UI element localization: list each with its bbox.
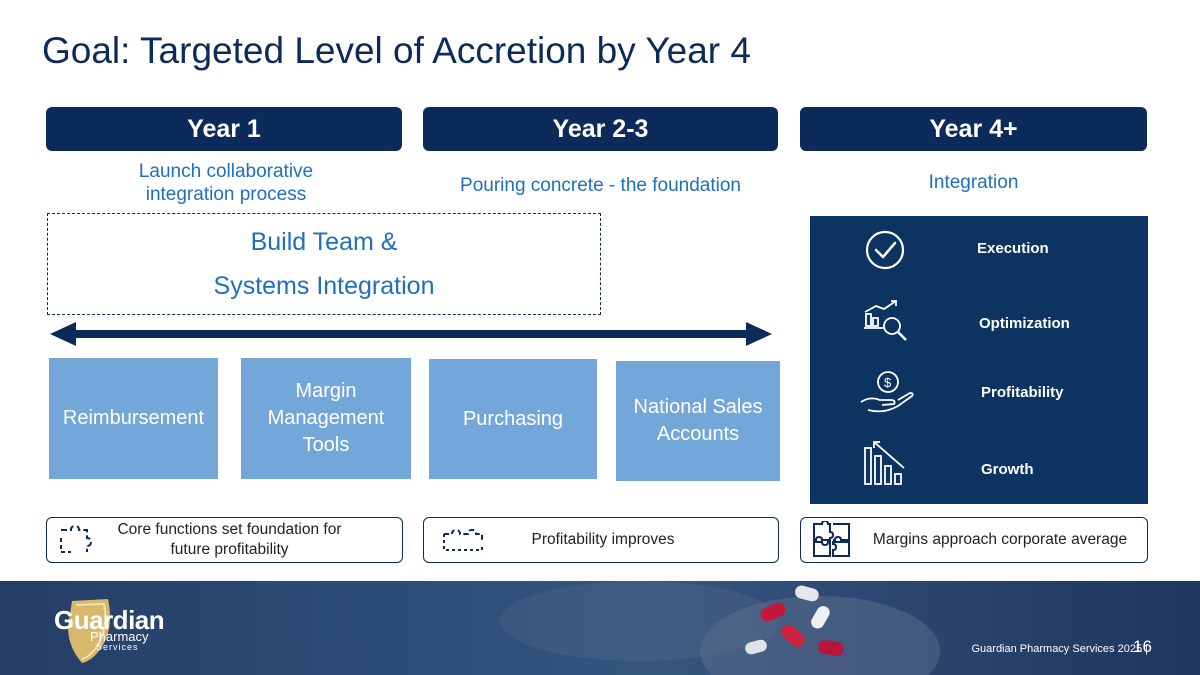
function-box-reimbursement: Reimbursement [49, 358, 218, 479]
footer-banner: Guardian Pharmacy Services [0, 581, 1200, 675]
logo-name: Guardian [54, 605, 165, 635]
outcome-box-year-1: Core functions set foundation for future… [46, 517, 403, 563]
year-header-4: Year 4+ [800, 107, 1147, 151]
chart-magnifier-icon [864, 300, 907, 341]
checkmark-circle-icon [865, 230, 905, 270]
outcome-text-year-1: Core functions set foundation for future… [117, 521, 342, 558]
outcome-text-year-2-3: Profitability improves [531, 531, 675, 548]
puzzle-icon [813, 521, 850, 557]
build-team-line2: Systems Integration [213, 272, 435, 300]
panel-label-optimization: Optimization [979, 315, 1070, 332]
panel-label-execution: Execution [977, 240, 1049, 257]
function-box-purchasing: Purchasing [429, 359, 597, 479]
function-box-national-sales: National Sales Accounts [616, 361, 780, 481]
outcome-text-year-4: Margins approach corporate average [872, 531, 1128, 548]
build-team-box: Build Team & Systems Integration [47, 213, 601, 315]
logo-line3: Services [96, 642, 139, 652]
outcome-box-year-4: Margins approach corporate average [800, 517, 1148, 563]
logo-line2: Pharmacy [90, 629, 149, 644]
page-title: Goal: Targeted Level of Accretion by Yea… [42, 30, 751, 71]
svg-text:$: $ [884, 375, 892, 390]
pills-hand-image [500, 581, 940, 675]
double-arrow-icon [50, 322, 772, 346]
build-team-line1: Build Team & [250, 228, 398, 256]
year-2-3-subtitle: Pouring concrete - the foundation [460, 175, 741, 196]
puzzle-icon [443, 528, 483, 551]
year-1-subtitle: Launch collaborative integration process [138, 161, 314, 205]
footer-text: Guardian Pharmacy Services 2025 | [971, 643, 1148, 655]
year-header-1: Year 1 [46, 107, 402, 151]
function-box-margin-tools: Margin Management Tools [241, 358, 411, 479]
integration-panel [810, 216, 1148, 504]
hand-dollar-icon: $ [860, 371, 914, 413]
puzzle-icon [60, 524, 93, 553]
year-header-2-3: Year 2-3 [423, 107, 778, 151]
page-number: 16 [1133, 637, 1152, 656]
year-4-subtitle: Integration [928, 172, 1019, 193]
guardian-shield-logo-icon [68, 599, 110, 663]
outcome-box-year-2-3: Profitability improves [423, 517, 779, 563]
panel-label-growth: Growth [981, 461, 1034, 478]
bar-chart-down-icon [864, 441, 905, 485]
panel-label-profitability: Profitability [981, 384, 1064, 401]
